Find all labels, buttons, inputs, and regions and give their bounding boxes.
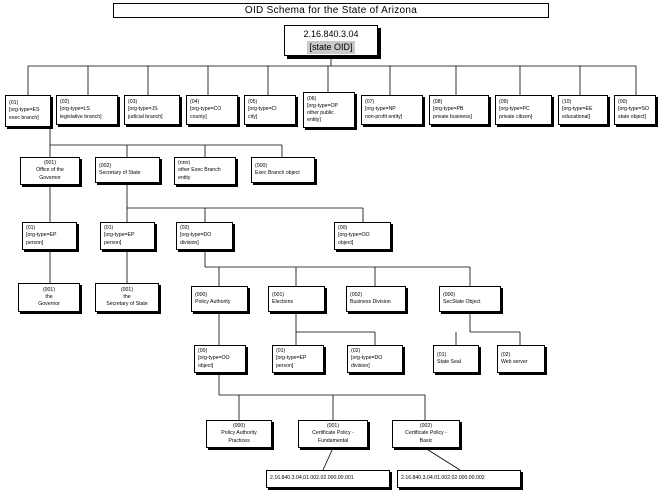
node-city: (05) [org-type=CI city] [244,95,296,125]
node-the-governor: (001) the Governor [18,283,80,312]
node-business-division: (002) Business Division [346,286,406,312]
node-state-object: (00) [org-type=SO state object] [614,95,656,125]
node-sos-object-type: (00) [org-type=OO object] [334,222,391,250]
root-node-state-oid: 2.16.840.3.04 [state OID] [284,25,378,56]
node-office-of-governor: (001) Office of the Governor [20,157,80,185]
node-legislative-branch: (02) [org-type=LS legislative branch] [56,95,118,125]
node-the-secretary-of-state: (001) the Secretary of State [95,283,159,312]
node-exec-branch-object: (000) Exec Branch object [251,157,315,183]
node-other-exec-entity: (nnn) other Exec Branch entity [174,157,236,185]
node-policy-authority: (000) Policy Authority [191,286,248,312]
node-county: (04) [org-type=CO county] [186,95,238,125]
node-certificate-policy-fundamental: (001) Certificate Policy - Fundamental [298,420,368,448]
node-other-public-entity: (06) [org-type=OP other public entity] [303,92,355,128]
node-certificate-policy-basic: (002) Certificate Policy - Basic [392,420,460,448]
node-oid-basic: 2.16.840.3.04.01.002.02.000.00.002 [397,470,521,488]
root-label: [state OID] [307,41,355,54]
node-web-server: (02) Web server [497,345,545,373]
node-elections-division-type: (02) [org-type=DO division] [347,345,403,373]
node-educational: (10) [org-type=EE educational] [558,95,608,125]
node-state-seal: (01) State Seal [433,345,479,373]
node-sos-division-type: (02) [org-type=DO division] [176,222,233,250]
node-private-citizen: (09) [org-type=PC private citizen] [495,95,552,125]
diagram-title: OID Schema for the State of Arizona [113,3,549,18]
node-non-profit-entity: (07) [org-type=NP non-profit entity] [361,95,423,125]
node-oid-fundamental: 2.16.840.3.04.01.002.02.000.00.001 [266,470,390,488]
node-governor-person-type: (01) [org-type=EP person] [22,222,77,250]
root-oid: 2.16.840.3.04 [303,29,359,39]
node-policy-authority-practices: (000) Policy Authority Practices [206,420,272,448]
node-elections: (001) Elections [268,286,325,312]
node-private-business: (08) [org-type=PB private business] [429,95,489,125]
node-exec-branch: (01) [org-type=ES exec branch] [5,95,51,127]
node-judicial-branch: (03) [org-type=JS judicial branch] [124,95,180,125]
node-sos-person-type: (01) [org-type=EP person] [100,222,155,250]
node-elections-person-type: (01) [org-type=EP person] [272,345,324,373]
node-secretary-of-state: (002) Secretary of State [95,157,160,183]
node-secstate-object: (000) SecState Object [439,286,501,312]
node-policy-object-type: (00) [org-type=OO object] [194,345,246,373]
